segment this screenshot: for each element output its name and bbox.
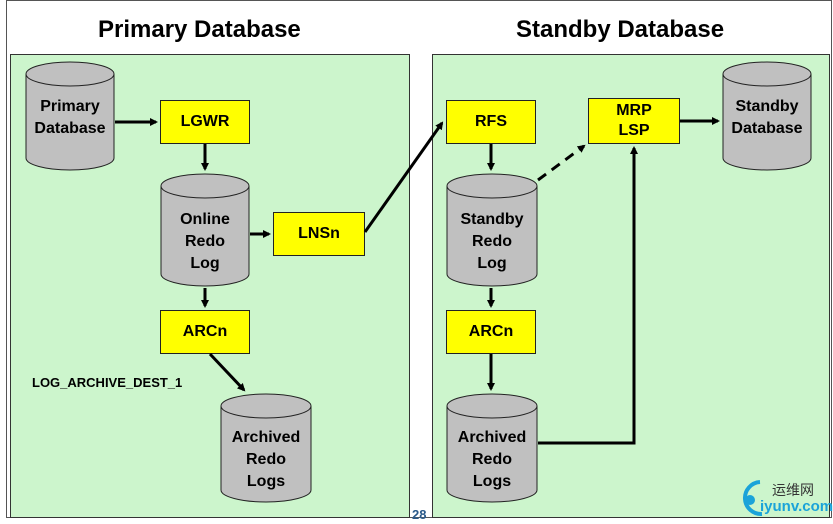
rfs-process: RFS [446, 100, 536, 144]
log-archive-dest-label: LOG_ARCHIVE_DEST_1 [32, 375, 183, 390]
standby-archived-logs-label: Archived Redo Logs [457, 429, 527, 490]
watermark-brand-en: iyunv.com [760, 498, 833, 515]
primary-database-label: Primary Database [34, 98, 106, 137]
arrow-standby-redo-to-mrp [537, 144, 586, 182]
arrow-lnsn-to-rfs [363, 121, 444, 233]
page-number: 28 [412, 507, 427, 522]
watermark-brand-cn: 运维网 [772, 483, 814, 499]
arrow-arcn-to-archived [208, 352, 246, 392]
watermark-logo-icon [743, 480, 763, 517]
standby-redo-log-label: Standby Redo Log [460, 211, 524, 272]
standby-database-cylinder: Standby Database [722, 60, 812, 172]
watermark: 运维网 iyunv.com [730, 474, 833, 520]
online-redo-log-cylinder: Online Redo Log [160, 172, 250, 288]
standby-redo-log-cylinder: Standby Redo Log [446, 172, 538, 288]
mrp-lsp-process: MRP LSP [588, 98, 680, 144]
arrow-standby-archived-to-mrp [538, 146, 638, 445]
primary-title: Primary Database [98, 16, 301, 43]
online-redo-log-label: Online Redo Log [180, 211, 230, 272]
standby-database-label: Standby Database [731, 98, 803, 137]
standby-title: Standby Database [516, 16, 725, 43]
lnsn-process: LNSn [273, 212, 365, 256]
standby-archived-logs-cylinder: Archived Redo Logs [446, 392, 538, 504]
primary-archived-logs-cylinder: Archived Redo Logs [220, 392, 312, 504]
standby-arcn-process: ARCn [446, 310, 536, 354]
primary-database-cylinder: Primary Database [25, 60, 115, 172]
lgwr-process: LGWR [160, 100, 250, 144]
primary-archived-logs-label: Archived Redo Logs [231, 429, 301, 490]
primary-arcn-process: ARCn [160, 310, 250, 354]
slide-frame [6, 0, 832, 518]
